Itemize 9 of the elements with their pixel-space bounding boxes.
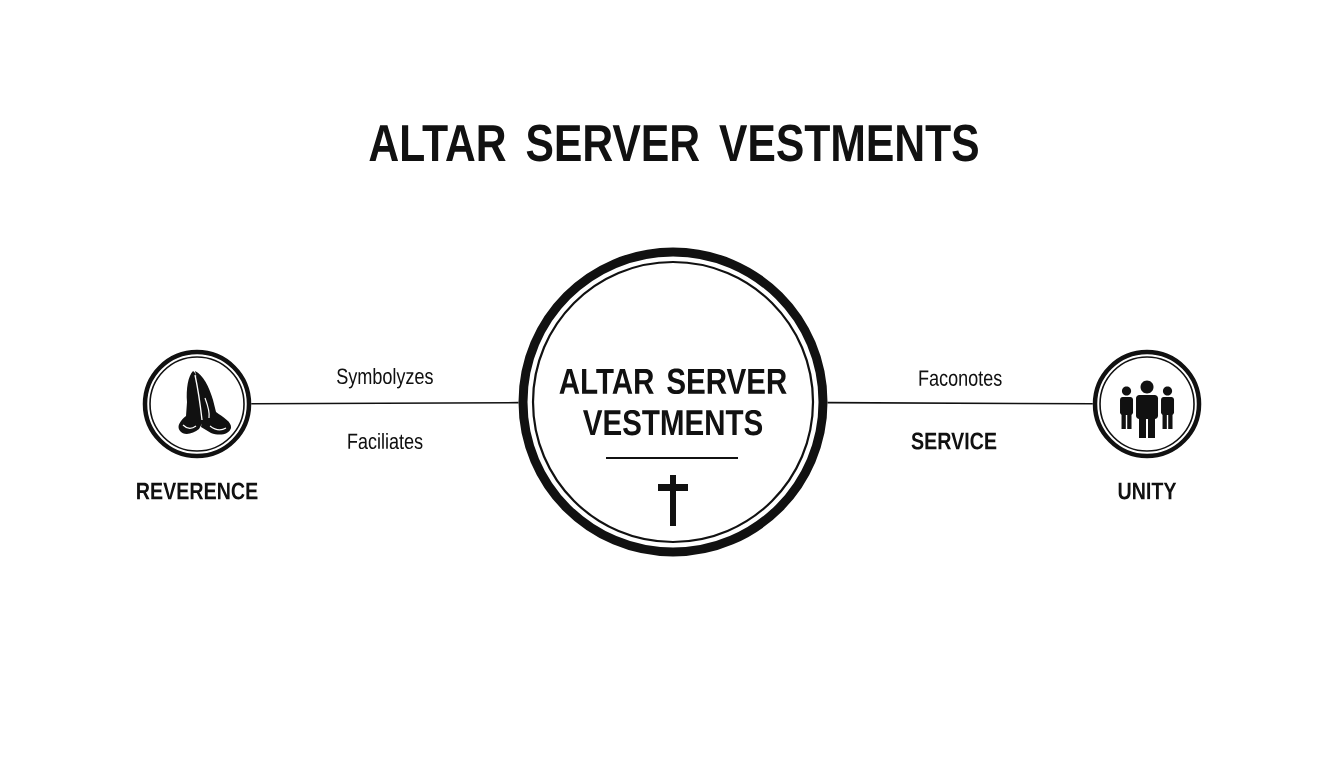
edge-label: Symbolyzes [334,366,435,390]
text-label: SERVICE [911,432,997,450]
title: ALTAR SERVER VESTMENTS [369,124,978,162]
connector-line [826,401,1094,405]
edge-label: Faconotes [916,369,1004,388]
node-title: REVERENCE [137,482,258,500]
text-label: Faciliates [348,432,423,450]
connector-line [250,401,520,405]
node-title: UNITY [1118,482,1177,500]
